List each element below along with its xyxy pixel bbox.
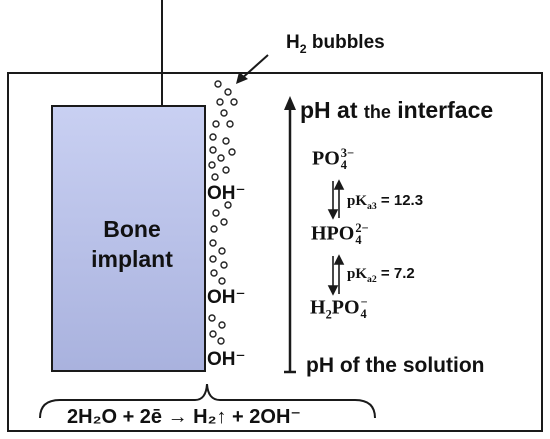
- hydrogen-bubbles: [208, 80, 238, 345]
- ph-gradient-arrowhead: [284, 96, 296, 110]
- pka2-prefix: pK: [347, 266, 368, 282]
- hydroxide-label-middle: OH⁻: [207, 287, 246, 308]
- equilibrium-arrows-pka2: [327, 254, 345, 296]
- bubbles-pointer-arrowhead: [236, 72, 248, 84]
- pka2-value: = 7.2: [376, 265, 415, 282]
- species-hydrogen-phosphate-charge: 2−: [355, 221, 369, 235]
- implant-label: Bone implant: [62, 214, 202, 274]
- species-dihydrogen-phosphate-h-sub: 2: [325, 307, 332, 322]
- hydroxide-label-top: OH⁻: [207, 183, 246, 204]
- bubbles-pointer-arrow: [239, 54, 269, 81]
- species-hydrogen-phosphate-base: HPO: [311, 222, 355, 245]
- pka3-sub: a3: [367, 201, 377, 212]
- pka2-sub: a2: [367, 274, 377, 285]
- h2-suffix: bubbles: [306, 32, 385, 53]
- pka2-label: pKa2 = 7.2: [347, 266, 415, 285]
- pka3-value: = 12.3: [376, 192, 424, 209]
- species-dihydrogen-phosphate: H2PO−4: [310, 295, 368, 322]
- ph-interface-post: interface: [390, 97, 494, 123]
- implant-label-line2: implant: [91, 246, 173, 272]
- species-phosphate-base: PO: [312, 147, 340, 170]
- reaction-brace: [39, 383, 376, 419]
- ph-interface-pre: pH at: [300, 97, 364, 123]
- equilibrium-arrows-pka3: [327, 179, 345, 220]
- species-phosphate-charge: 3−: [340, 146, 355, 160]
- species-hydrogen-phosphate-sub: 4: [355, 232, 362, 247]
- species-dihydrogen-phosphate-sub: 4: [360, 306, 367, 321]
- species-dihydrogen-phosphate-charge: −: [360, 295, 368, 309]
- ph-interface-the: the: [363, 102, 391, 122]
- pka3-label: pKa3 = 12.3: [347, 193, 423, 212]
- species-dihydrogen-phosphate-base: PO: [331, 296, 360, 319]
- species-dihydrogen-phosphate-h: H: [310, 296, 326, 319]
- ph-interface-label: pH at the interface: [300, 99, 493, 122]
- solution-container: [7, 72, 543, 432]
- ph-solution-label: pH of the solution: [306, 354, 485, 377]
- bone-implant: [51, 105, 206, 372]
- h2-sub: 2: [299, 41, 307, 56]
- h2-prefix: H: [286, 32, 300, 53]
- implant-label-line1: Bone: [103, 216, 161, 242]
- reaction-equation: 2H₂O + 2ē → H₂↑ + 2OH⁻: [67, 406, 301, 428]
- species-phosphate-sub: 4: [340, 157, 347, 172]
- hydroxide-label-bottom: OH⁻: [207, 349, 246, 370]
- h2-bubbles-label: H2 bubbles: [286, 33, 385, 55]
- pka3-prefix: pK: [347, 193, 368, 209]
